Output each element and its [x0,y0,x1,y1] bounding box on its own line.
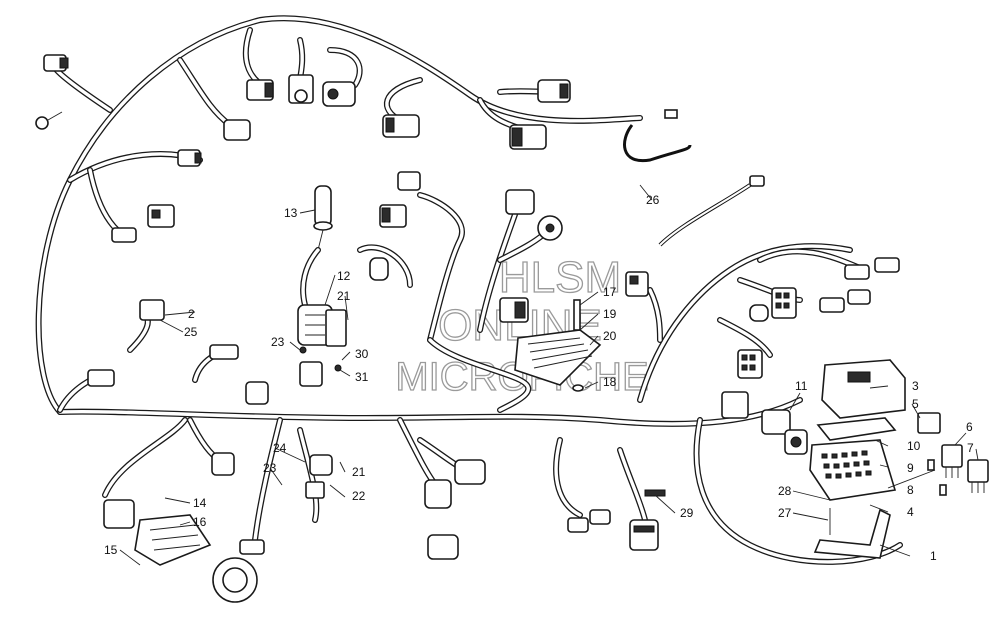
connector-c22 [771,287,797,319]
connector-c28 [424,479,452,509]
callout-labels: 1 2 3 4 5 6 7 8 9 10 11 12 13 14 15 16 1… [104,193,974,563]
connector-c2 [147,204,175,228]
spark-plug-boot [300,185,333,308]
callout-4: 4 [907,505,914,519]
fuse-8 [927,459,947,496]
connector-c12 [379,204,407,228]
callout-16: 16 [193,515,207,529]
callout-20: 20 [603,329,617,343]
callout-17: 17 [603,285,617,299]
connector-c8 [382,114,420,138]
callout-22: 22 [352,489,366,503]
callout-18: 18 [603,375,617,389]
connector-c24 [737,349,763,379]
callout-1: 1 [930,549,937,563]
connector-c13 [369,257,389,281]
connector-c20 [847,289,871,305]
mounting-bracket [813,508,891,559]
connector-c3 [111,227,137,243]
flag-29 [644,489,666,497]
callout-21b: 21 [352,465,366,479]
callout-leaders [119,184,979,566]
relay-5 [917,412,941,434]
callout-8: 8 [907,483,914,497]
connector-c23 [749,304,769,322]
relay-6 [941,444,963,478]
callout-27: 27 [778,506,792,520]
callout-9: 9 [907,461,914,475]
connector-c25 [761,409,808,455]
ring-terminal [35,111,63,130]
callout-7: 7 [967,441,974,455]
connector-c33 [299,361,323,387]
ignition-coil [297,304,347,372]
callout-11: 11 [795,379,808,393]
connector-c30 [567,509,611,533]
cable-tie [623,109,765,247]
connector-c7 [322,81,356,107]
callout-3: 3 [912,379,919,393]
connector-c9 [537,79,571,103]
connector-top-left [43,54,69,72]
connector-c4 [223,119,251,141]
callout-23b: 23 [263,461,277,475]
fuse-grid [821,450,872,479]
connector-c6 [288,74,314,104]
connector-c32 [305,454,333,499]
sensor-base [212,557,258,603]
connector-c39 [87,369,115,387]
callout-5: 5 [912,397,919,411]
callout-10: 10 [907,439,921,453]
connector-c11 [397,171,421,191]
callout-13: 13 [284,206,298,220]
callout-23a: 23 [271,335,285,349]
connector-c34 [245,381,269,405]
connector-c5 [246,79,274,101]
callout-14: 14 [193,496,207,510]
connector-c1 [177,149,202,167]
ecu-module [134,514,212,566]
connector-c26 [721,391,749,419]
callout-6: 6 [966,420,973,434]
callout-29: 29 [680,506,694,520]
connector-c19 [844,264,870,280]
callout-25: 25 [184,325,198,339]
connector-c14 [505,189,535,215]
callout-12: 12 [337,269,351,283]
connector-c36 [211,452,235,476]
connector-c21 [819,297,845,313]
connector-c35 [103,499,135,529]
callout-24: 24 [273,441,287,455]
wire-bottom-run [57,397,803,427]
callout-21a: 21 [337,289,351,303]
callout-15: 15 [104,543,118,557]
connector-c27 [454,459,486,485]
connector-c17 [625,271,649,297]
connector-c18 [874,257,900,273]
callout-28: 28 [778,484,792,498]
connector-c37 [239,539,265,555]
connector-c29 [427,534,459,560]
connector-c15 [537,215,563,241]
callout-26: 26 [646,193,660,207]
connector-c31 [629,519,659,551]
connector-c40 [209,344,239,360]
relay-7 [967,459,989,493]
watermark-line1: HLSM [499,253,621,302]
callout-31: 31 [355,370,369,384]
components [35,54,989,603]
callout-30: 30 [355,347,369,361]
fuse-box [809,359,906,501]
callout-19: 19 [603,307,617,321]
voltage-regulator [514,299,602,392]
connector-c10 [509,124,547,150]
connector-c38 [139,299,165,321]
callout-2: 2 [188,307,195,321]
connector-c16 [499,297,529,323]
